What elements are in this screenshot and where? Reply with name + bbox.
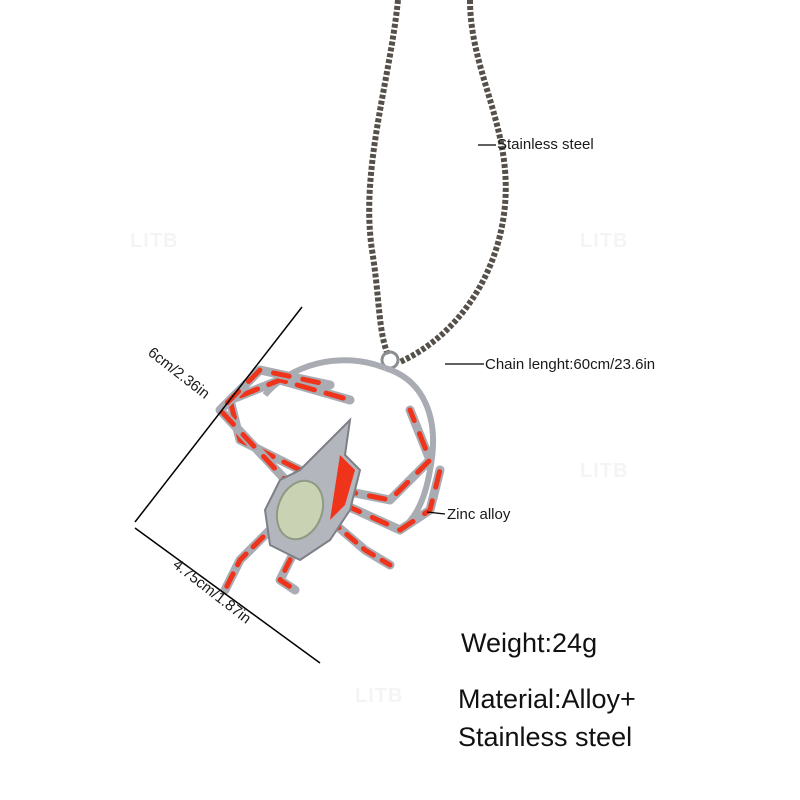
spider-enamel-accent: [330, 455, 355, 520]
chain-left-strand: [366, 0, 401, 357]
width-dimension-line: [134, 527, 321, 664]
chain-length-label: Chain lenght:60cm/23.6in: [485, 356, 656, 373]
weight-spec: Weight:24g: [461, 628, 598, 658]
height-dimension-line: [134, 306, 303, 523]
glow-stone: [275, 479, 325, 541]
material-spec-line1: Material:Alloy+: [458, 684, 636, 714]
chain-material-label: Stainless steel: [497, 136, 594, 153]
material-spec-line2: Stainless steel: [458, 722, 633, 752]
pendant-material-label: Zinc alloy: [447, 506, 511, 523]
watermark: LITB: [580, 230, 628, 253]
watermark: LITB: [580, 460, 628, 483]
watermark: LITB: [355, 685, 403, 708]
spider-legs: [215, 365, 445, 595]
watermark: LITB: [130, 230, 178, 253]
leader-line: [426, 511, 446, 515]
chain-right-strand: [398, 0, 509, 365]
